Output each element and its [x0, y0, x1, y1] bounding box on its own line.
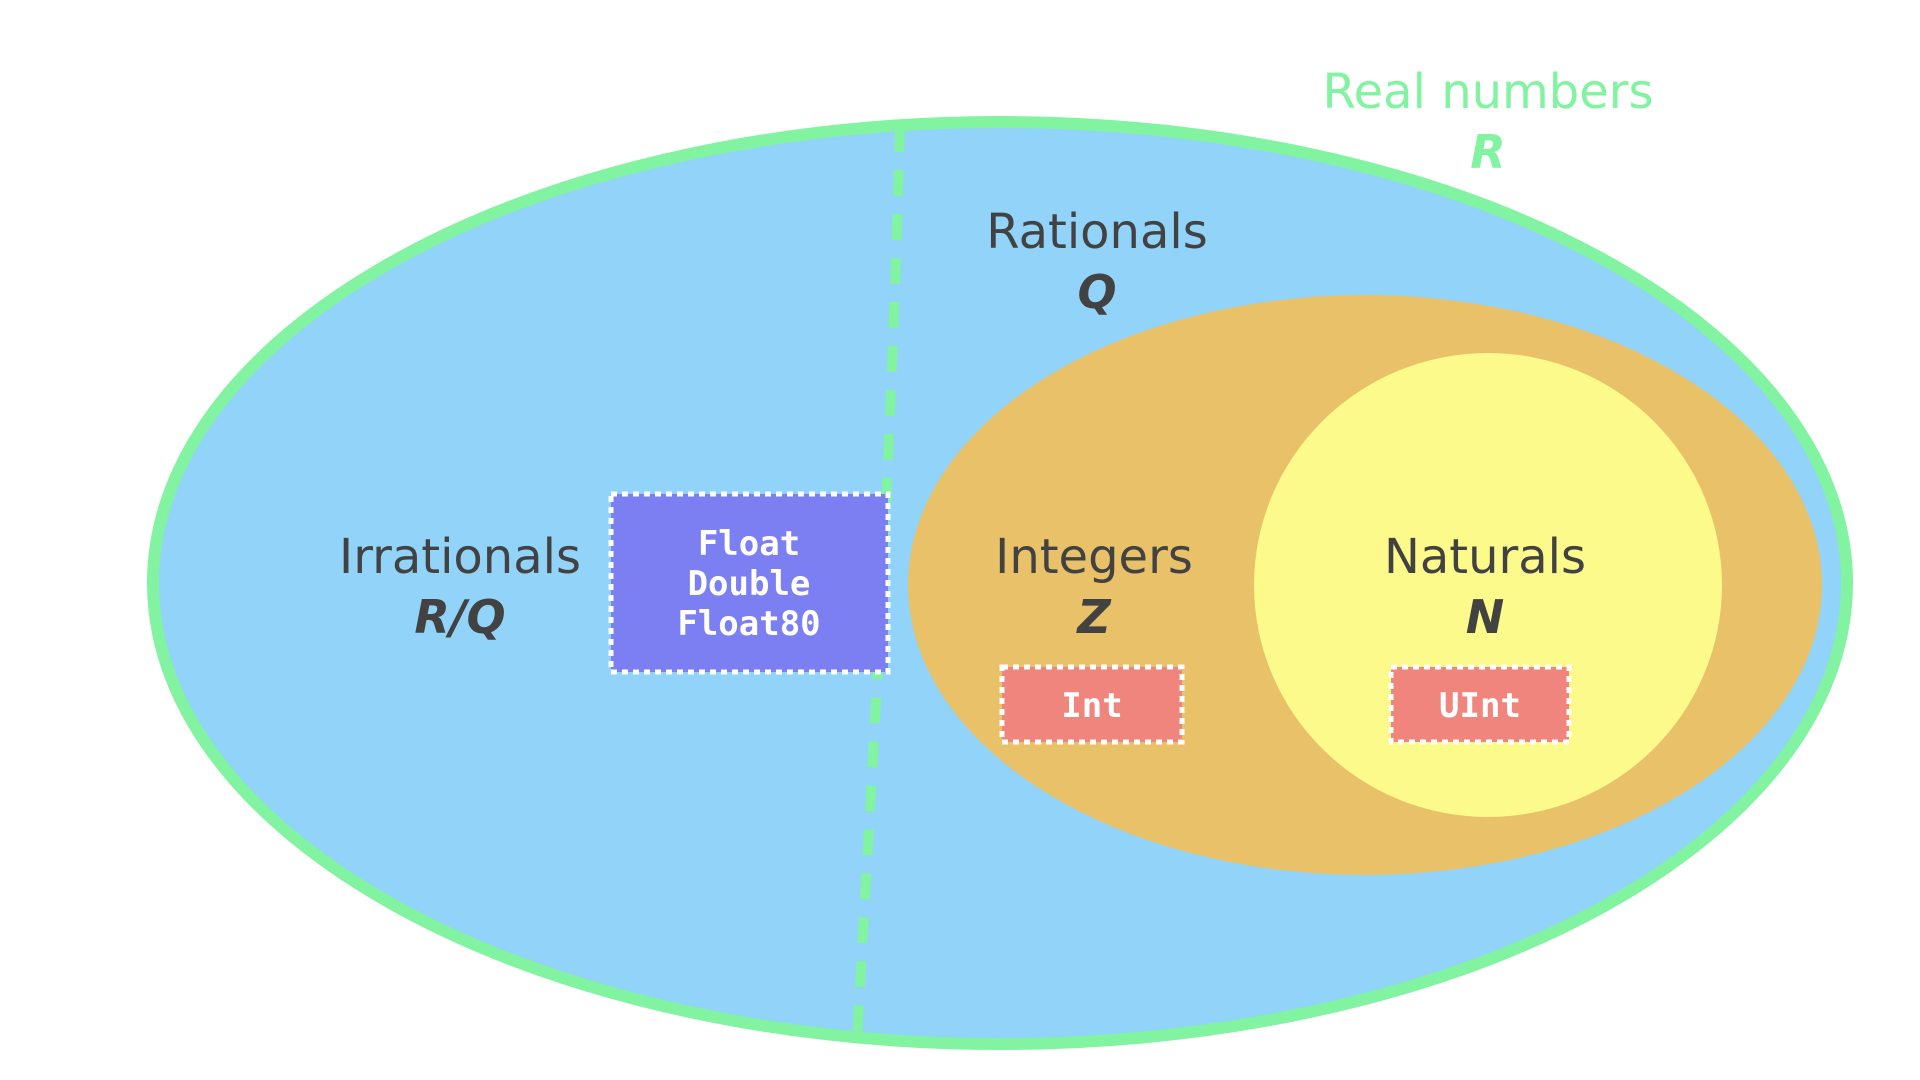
naturals-label: Naturals	[1384, 529, 1586, 585]
floating-types-rect	[608, 491, 891, 675]
naturals-symbol: N	[1466, 590, 1505, 644]
uint-type-rect	[1388, 664, 1572, 745]
irrationals-symbol: R/Q	[414, 590, 505, 644]
integers-label: Integers	[995, 529, 1193, 585]
naturals-circle	[1254, 353, 1722, 817]
uint-type-box: UInt	[1388, 664, 1572, 745]
uint-type-label: UInt	[1439, 686, 1521, 726]
reals-label: Real numbers	[1322, 64, 1653, 120]
rationals-label: Rationals	[986, 204, 1207, 260]
int-type-label: Int	[1061, 686, 1122, 726]
floating-types-box: Float Double Float80	[608, 491, 891, 675]
integers-symbol: Z	[1075, 590, 1112, 644]
int-type-rect	[999, 664, 1185, 745]
float80-type-label: Float80	[677, 604, 820, 644]
double-type-label: Double	[688, 564, 811, 604]
reals-symbol: R	[1470, 125, 1505, 179]
int-type-box: Int	[999, 664, 1185, 745]
irrationals-label: Irrationals	[339, 529, 581, 585]
float-type-label: Float	[698, 524, 800, 564]
rationals-symbol: Q	[1077, 265, 1116, 319]
